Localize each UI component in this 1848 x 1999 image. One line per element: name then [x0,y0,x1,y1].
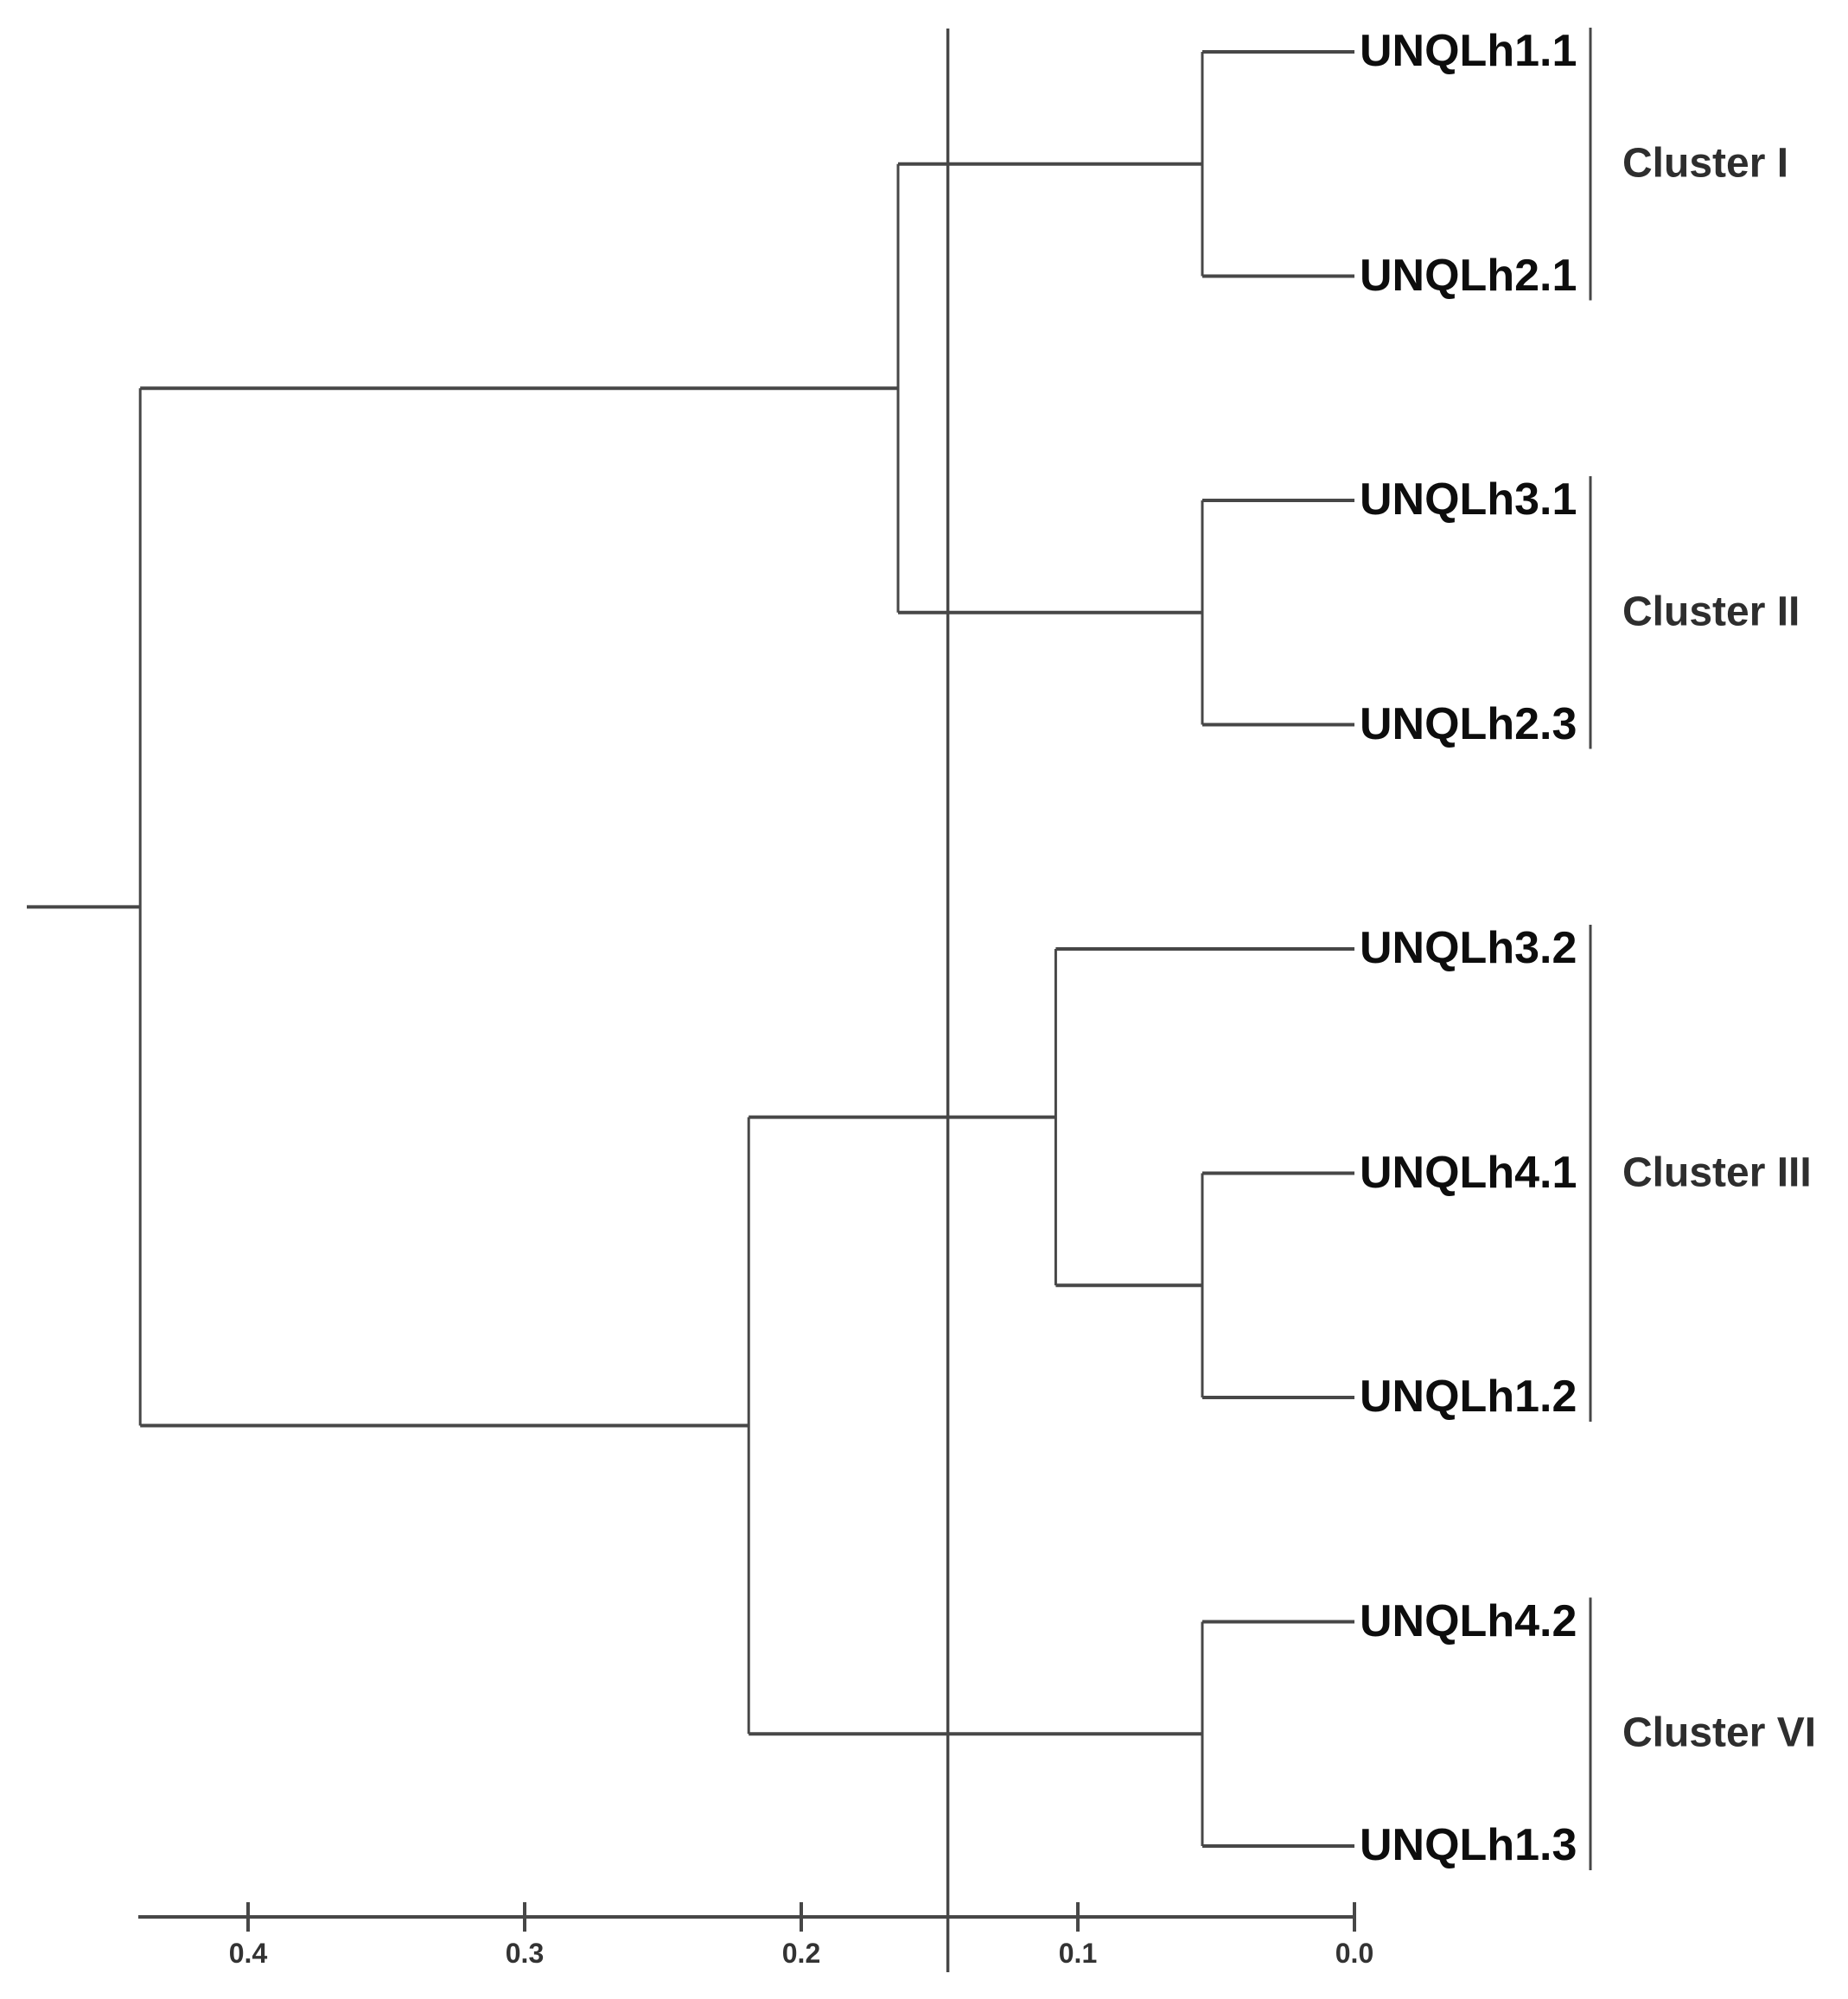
leaf-label-UNQLh2.1: UNQLh2.1 [1360,250,1577,301]
leaf-label-UNQLh2.3: UNQLh2.3 [1360,698,1577,749]
leaf-label-UNQLh1.1: UNQLh1.1 [1360,25,1577,76]
leaf-label-UNQLh3.1: UNQLh3.1 [1360,474,1577,525]
axis-tick-label-0.2: 0.2 [781,1938,821,1969]
leaf-label-UNQLh1.2: UNQLh1.2 [1360,1371,1577,1422]
axis-tick-label-0.3: 0.3 [505,1938,545,1969]
cluster-label-3: Cluster III [1622,1149,1812,1195]
cluster-label-1: Cluster I [1622,140,1789,187]
leaf-label-UNQLh4.1: UNQLh4.1 [1360,1147,1577,1198]
axis-tick-label-0.1: 0.1 [1058,1938,1098,1969]
cluster-label-2: Cluster II [1622,589,1800,635]
axis-tick-label-0.0: 0.0 [1335,1938,1374,1969]
cluster-label-4: Cluster VI [1622,1709,1817,1756]
leaf-label-UNQLh1.3: UNQLh1.3 [1360,1819,1577,1870]
axis-tick-label-0.4: 0.4 [228,1938,268,1969]
leaf-label-UNQLh4.2: UNQLh4.2 [1360,1595,1577,1646]
leaf-label-UNQLh3.2: UNQLh3.2 [1360,922,1577,973]
